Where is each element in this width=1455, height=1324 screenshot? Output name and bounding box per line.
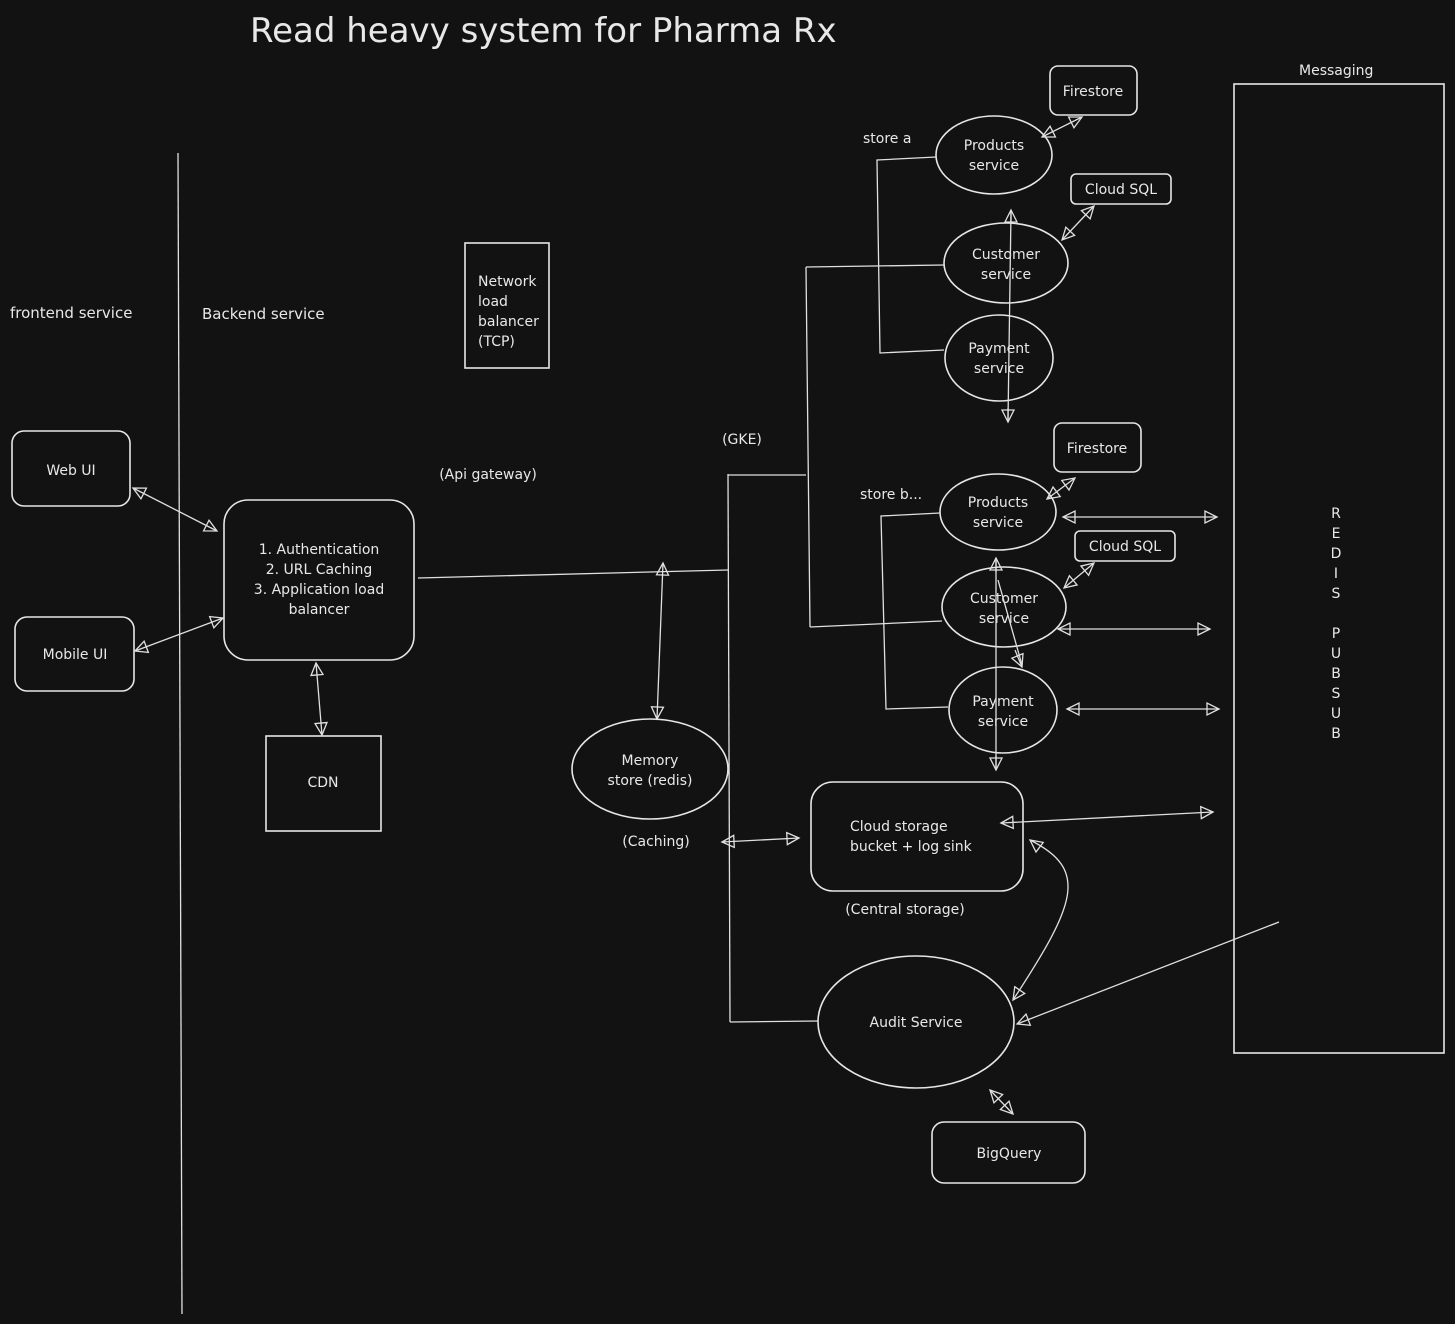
caching-label: (Caching) bbox=[622, 834, 690, 850]
cdn-label: CDN bbox=[307, 775, 338, 791]
nlb-line-4: (TCP) bbox=[478, 334, 515, 350]
memory-store-line-1: Memory bbox=[622, 753, 679, 769]
gateway-cdn-arrow bbox=[315, 662, 323, 736]
gke-memory-store-arrow bbox=[656, 562, 664, 720]
products-b-firestore-arrow bbox=[1046, 477, 1076, 500]
nlb-line-3: balancer bbox=[478, 314, 539, 330]
store-b-cloud-sql[interactable]: Cloud SQL bbox=[1074, 530, 1176, 562]
store-a-bracket bbox=[876, 156, 945, 354]
gke-trunk-line bbox=[727, 473, 731, 1023]
api-gateway-node[interactable]: 1. Authentication 2. URL Caching 3. Appl… bbox=[223, 499, 415, 661]
gateway-to-gke-line bbox=[417, 569, 729, 579]
bigquery-label: BigQuery bbox=[977, 1146, 1042, 1162]
store-b-diagonal bbox=[997, 579, 1023, 666]
customer-service-a-line-1: Customer bbox=[972, 247, 1040, 263]
cdn-node[interactable]: CDN bbox=[265, 735, 382, 832]
store-b-bracket bbox=[880, 512, 949, 710]
trunk-to-audit bbox=[729, 1020, 819, 1023]
gke-label: (GKE) bbox=[722, 432, 762, 448]
products-a-firestore-arrow bbox=[1041, 116, 1083, 138]
payment-service-a-line-1: Payment bbox=[968, 341, 1030, 357]
products-service-b-line-1: Products bbox=[968, 495, 1028, 511]
cloud-sql-b-label: Cloud SQL bbox=[1089, 539, 1161, 555]
cloud-storage-line-1: Cloud storage bbox=[850, 819, 948, 835]
backend-section-label: Backend service bbox=[202, 305, 325, 323]
gke-store-branch bbox=[728, 266, 811, 628]
store-b-firestore[interactable]: Firestore bbox=[1053, 422, 1142, 473]
store-a-payment-service[interactable]: Payment service bbox=[944, 314, 1054, 402]
store-a-label: store a bbox=[863, 131, 911, 147]
customer-a-cloudsql-arrow bbox=[1061, 205, 1095, 241]
gke-to-customer-a bbox=[805, 264, 945, 268]
audit-bigquery-arrow bbox=[989, 1089, 1014, 1115]
mobile-ui-label: Mobile UI bbox=[43, 647, 108, 663]
cloud-storage-pubsub-arrow bbox=[1000, 811, 1214, 824]
central-storage-label: (Central storage) bbox=[845, 902, 965, 918]
gateway-line-2: 2. URL Caching bbox=[266, 562, 373, 578]
firestore-a-label: Firestore bbox=[1063, 84, 1123, 100]
cloud-storage-line-2: bucket + log sink bbox=[850, 839, 973, 855]
gateway-line-1: 1. Authentication bbox=[259, 542, 380, 558]
nlb-line-1: Network bbox=[478, 274, 537, 290]
store-a-firestore[interactable]: Firestore bbox=[1049, 65, 1138, 116]
store-b-diagonal-arrow bbox=[1014, 649, 1023, 668]
network-load-balancer-node[interactable]: Network load balancer (TCP) bbox=[464, 242, 550, 369]
store-a-products-service[interactable]: Products service bbox=[935, 115, 1053, 195]
mobile-ui-node[interactable]: Mobile UI bbox=[14, 616, 135, 692]
nlb-line-2: load bbox=[478, 294, 508, 310]
webui-gateway-arrow bbox=[132, 487, 218, 532]
mobileui-gateway-arrow bbox=[134, 617, 224, 652]
bigquery-node[interactable]: BigQuery bbox=[931, 1121, 1086, 1184]
cloud-storage-node[interactable]: Cloud storage bucket + log sink bbox=[810, 781, 1024, 892]
web-ui-label: Web UI bbox=[46, 463, 95, 479]
products-service-a-line-2: service bbox=[969, 158, 1019, 174]
payment-service-a-line-2: service bbox=[974, 361, 1024, 377]
payment-service-b-line-2: service bbox=[978, 714, 1028, 730]
audit-service-label: Audit Service bbox=[870, 1015, 963, 1031]
store-b-payment-service[interactable]: Payment service bbox=[948, 666, 1058, 754]
firestore-b-label: Firestore bbox=[1067, 441, 1127, 457]
section-divider bbox=[177, 152, 183, 1315]
connector-arrows bbox=[131, 116, 1280, 1116]
store-b-customer-service[interactable]: Customer service bbox=[941, 566, 1067, 648]
customer-service-b-line-1: Customer bbox=[970, 591, 1038, 607]
diagram-title: Read heavy system for Pharma Rx bbox=[250, 11, 837, 51]
web-ui-node[interactable]: Web UI bbox=[11, 430, 131, 507]
frontend-section-label: frontend service bbox=[10, 304, 132, 322]
cloud-storage-audit-arrow bbox=[1012, 839, 1069, 1001]
audit-service-node[interactable]: Audit Service bbox=[817, 955, 1015, 1089]
gke-to-customer-b bbox=[809, 620, 943, 628]
memory-store-line-2: store (redis) bbox=[608, 773, 693, 789]
store-a-cloud-sql[interactable]: Cloud SQL bbox=[1070, 173, 1172, 205]
customer-b-cloudsql-arrow bbox=[1063, 562, 1095, 589]
memory-store-node[interactable]: Memory store (redis) bbox=[571, 718, 729, 820]
gateway-line-4: balancer bbox=[289, 602, 350, 618]
messaging-section-label: Messaging bbox=[1299, 63, 1373, 79]
store-a-vertical bbox=[1007, 211, 1012, 421]
store-b-products-service[interactable]: Products service bbox=[939, 473, 1057, 551]
trunk-cloud-storage-arrow bbox=[721, 837, 800, 843]
products-service-a-line-1: Products bbox=[964, 138, 1024, 154]
store-b-label: store b... bbox=[860, 487, 922, 503]
payment-service-b-line-1: Payment bbox=[972, 694, 1034, 710]
cloud-sql-a-label: Cloud SQL bbox=[1085, 182, 1157, 198]
customer-service-b-line-2: service bbox=[979, 611, 1029, 627]
products-service-b-line-2: service bbox=[973, 515, 1023, 531]
store-a-customer-service[interactable]: Customer service bbox=[943, 222, 1069, 304]
customer-service-a-line-2: service bbox=[981, 267, 1031, 283]
gateway-line-3: 3. Application load bbox=[254, 582, 384, 598]
api-gateway-label: (Api gateway) bbox=[439, 467, 537, 483]
pubsub-audit-arrow bbox=[1016, 921, 1280, 1025]
